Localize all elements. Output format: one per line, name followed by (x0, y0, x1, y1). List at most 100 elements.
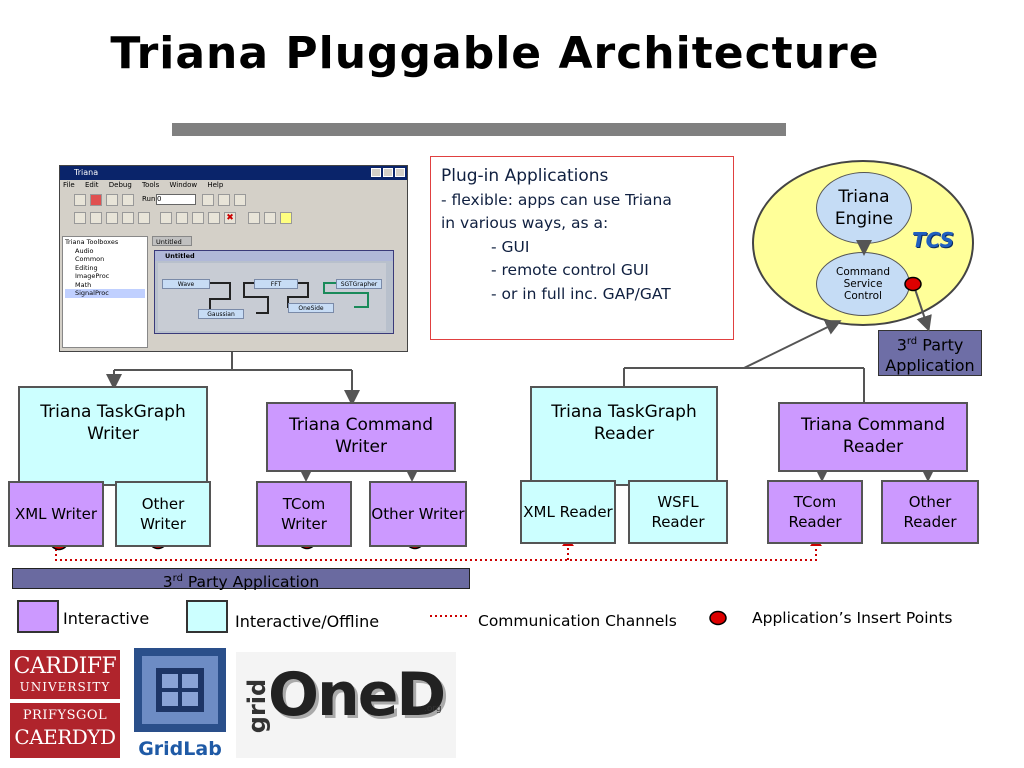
oned-org-text: .org (424, 704, 442, 714)
plugin-line-1: - flexible: apps can use Triana (441, 190, 672, 209)
insert-point-command-control (904, 276, 922, 292)
toolbox-editing: Editing (75, 263, 98, 272)
workspace-tab: Untitled (152, 236, 192, 246)
zoom-in-icon (218, 194, 230, 206)
node-wave: Wave (162, 279, 210, 289)
third-party-line2: Application (885, 356, 975, 376)
menu-window: Window (169, 181, 198, 189)
workspace: Untitled Untitled Wave FFT SGTGrapher Ga… (152, 236, 404, 348)
window-menubar: File Edit Debug Tools Window Help (60, 180, 407, 191)
control-line1: Command (836, 266, 890, 278)
triana-app-window: Triana File Edit Debug Tools Window Help… (59, 165, 408, 352)
triana-engine: Triana Engine (816, 172, 912, 244)
engine-title-line1: Triana (838, 187, 890, 207)
close-icon (395, 168, 405, 177)
xml-reader-box: XML Reader (520, 480, 616, 544)
toolbox-math: Math (75, 280, 92, 289)
taskgraph-reader-box: Triana TaskGraph Reader (530, 386, 718, 486)
third-party-sup: rd (906, 336, 918, 347)
plugin-item-gui: - GUI (491, 237, 530, 256)
plugin-item-full: - or in full inc. GAP/GAT (491, 284, 671, 303)
plugin-applications-box: Plug-in Applications - flexible: apps ca… (430, 156, 734, 340)
menu-debug: Debug (108, 181, 132, 189)
plugin-item-remote: - remote control GUI (491, 261, 649, 279)
oned-grid-text: grid (243, 678, 272, 734)
menu-help: Help (207, 181, 224, 189)
zoom-out-icon (234, 194, 246, 206)
control-line2: Service (843, 278, 883, 290)
pen-icon (122, 194, 134, 206)
gridlab-text: GridLab (138, 738, 222, 760)
play-icon (74, 194, 86, 206)
third-party-bar-sup: rd (172, 573, 183, 584)
node-sgtgrapher: SGTGrapher (336, 279, 382, 289)
window-title: Triana (74, 168, 99, 177)
delete-icon: ✖ (224, 212, 236, 224)
legend-offline-label: Interactive/Offline (235, 612, 380, 631)
plugin-line-2: in various ways, as a: (441, 214, 609, 232)
arrow-to-third-party (913, 285, 932, 332)
legend-insert-label: Application’s Insert Points (752, 609, 953, 627)
legend-offline-swatch (186, 600, 228, 633)
new-icon (74, 212, 86, 224)
legend-interactive-label: Interactive (63, 609, 150, 628)
other-writer-box-1: Other Writer (115, 481, 211, 547)
toolbox-tree: Triana Toolboxes Audio Common Editing Im… (62, 236, 148, 348)
save-all-icon (122, 212, 134, 224)
print2-icon (264, 212, 276, 224)
run-field: 0 (156, 194, 196, 205)
xml-writer-box: XML Writer (8, 481, 104, 547)
control-line3: Control (844, 290, 882, 302)
menu-edit: Edit (84, 181, 99, 189)
cardiff-line3: PRIFYSGOL (22, 708, 108, 723)
run-label: Run (142, 195, 156, 203)
gridlab-logo: GridLab (134, 648, 226, 760)
toolbox-signalproc: SignalProc (65, 289, 145, 298)
cardiff-line1: CARDIFF (13, 654, 117, 679)
third-party-bar-post: Party Application (182, 573, 320, 592)
third-party-application-box: 3rd Party Application (878, 330, 982, 376)
comm-channel-main (55, 540, 817, 561)
node-oneside: OneSide (288, 303, 334, 313)
toolbox-audio: Audio (75, 246, 94, 255)
title-divider (172, 123, 786, 136)
command-reader-box: Triana Command Reader (778, 402, 968, 472)
engine-title-line2: Engine (834, 209, 894, 229)
cardiff-line4: CAERDYD (14, 725, 116, 749)
third-party-application-bar: 3rd Party Application (12, 568, 470, 592)
toolbox-imageproc: ImageProc (75, 272, 110, 280)
cardiff-line2: UNIVERSITY (19, 680, 111, 694)
open-icon (90, 212, 102, 224)
third-party-pre: 3 (896, 335, 907, 355)
copy-icon (160, 212, 172, 224)
toolbar-row-1: Run 0 (60, 191, 407, 209)
menu-tools: Tools (142, 181, 160, 189)
toolbox-root: Triana Toolboxes (65, 238, 119, 246)
doc-icon (208, 212, 220, 224)
tcs-label: TCS (912, 228, 955, 252)
third-party-post: Party (917, 335, 964, 355)
find-icon (248, 212, 260, 224)
third-party-bar-pre: 3 (162, 573, 173, 592)
toolbar-row-2: ✖ (60, 209, 407, 227)
paste-icon (192, 212, 204, 224)
help-icon (280, 212, 292, 224)
cardiff-university-logo: CARDIFF UNIVERSITY PRIFYSGOL CAERDYD (10, 650, 120, 758)
window-titlebar: Triana (60, 166, 407, 180)
taskgraph-canvas: Wave FFT SGTGrapher Gaussian OneSide (158, 263, 386, 331)
other-writer-box-2: Other Writer (369, 481, 467, 547)
stop-icon (90, 194, 102, 206)
minimize-icon (371, 168, 381, 177)
step-icon (106, 194, 118, 206)
other-reader-box: Other Reader (881, 480, 979, 544)
oned-main-text: OneD (268, 660, 446, 730)
node-fft: FFT (254, 279, 298, 289)
info-icon (202, 194, 214, 206)
legend-channel-label: Communication Channels (478, 612, 677, 630)
taskgraph-writer-box: Triana TaskGraph Writer (18, 386, 208, 486)
command-service-control: Command Service Control (816, 252, 910, 316)
legend-interactive-swatch (17, 600, 59, 633)
taskgraph-window: Untitled Wave FFT SGTGrapher Gaussian On… (154, 250, 394, 334)
cut-icon (176, 212, 188, 224)
plugin-title: Plug-in Applications (441, 166, 609, 186)
